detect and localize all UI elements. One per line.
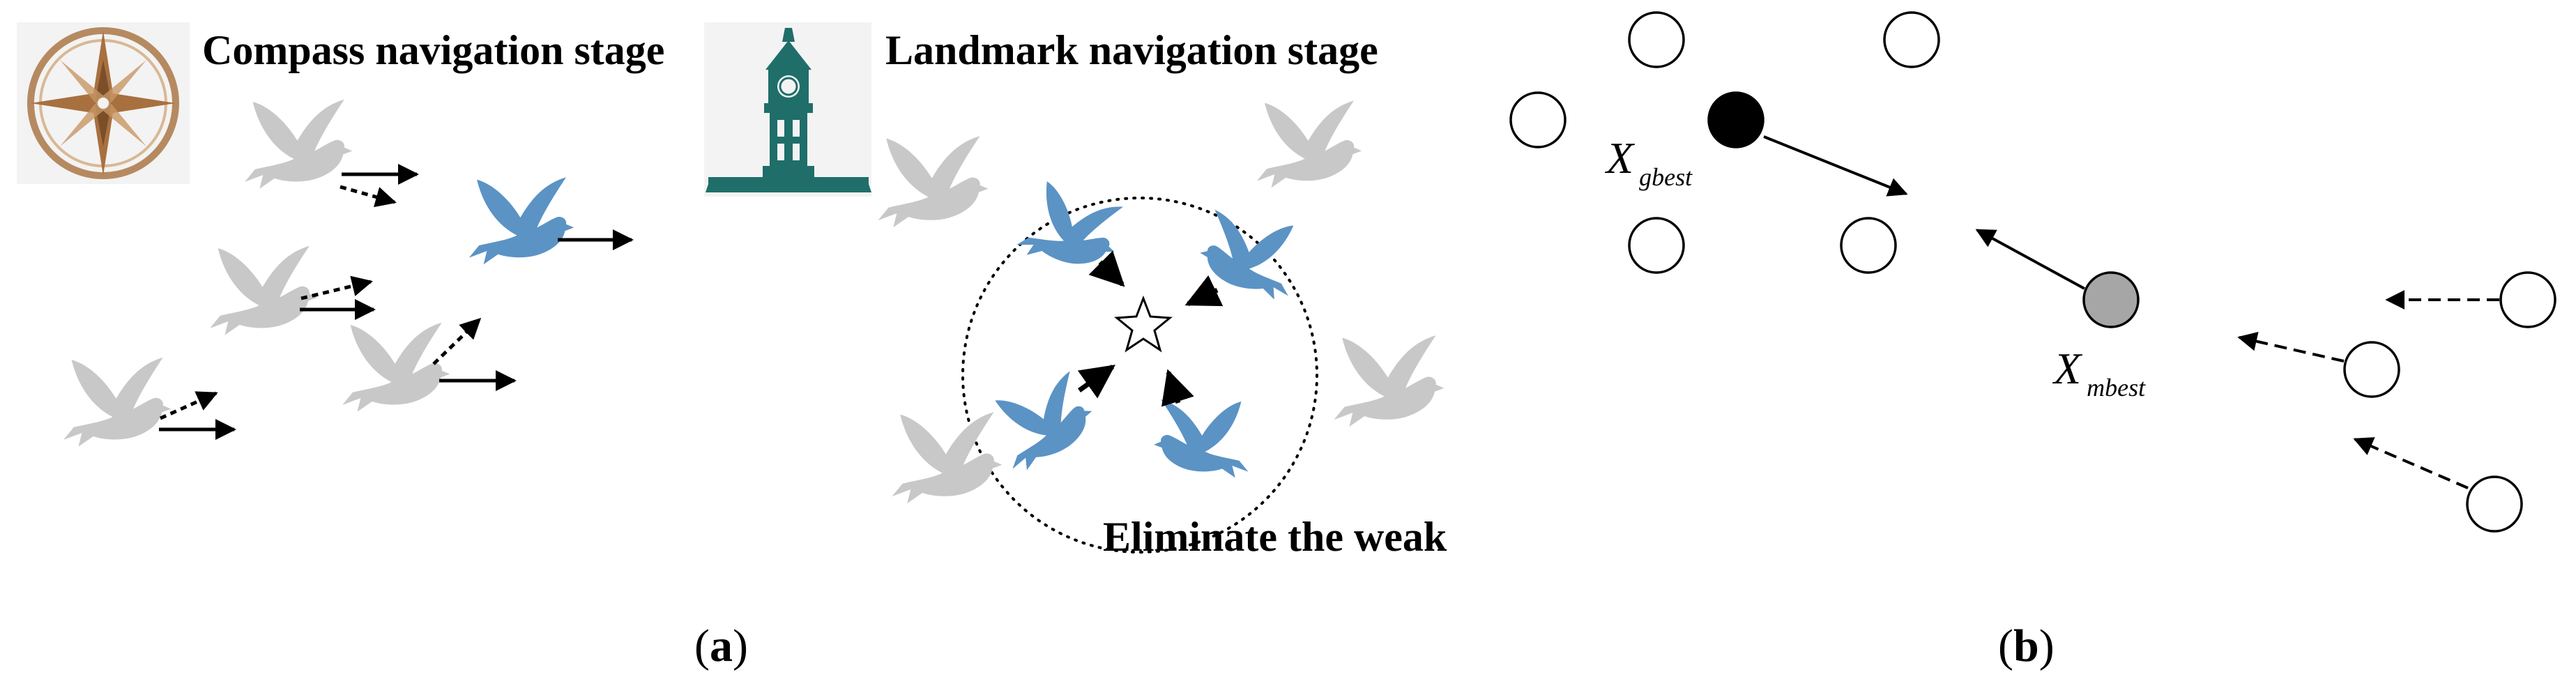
- clock-tower-icon: [704, 22, 871, 197]
- particle: [1883, 11, 1940, 68]
- particle: [2466, 475, 2523, 533]
- attraction-arrow: [1088, 250, 1125, 287]
- particle: [1840, 217, 1897, 274]
- pigeon-icon: [1256, 100, 1362, 188]
- direction-arrow: [432, 317, 482, 365]
- caption-b: (b): [1998, 620, 2055, 671]
- direction-arrow: [340, 185, 397, 208]
- pigeon-icon: [892, 412, 1003, 504]
- particle: [1509, 91, 1567, 148]
- compass-icon: [17, 22, 190, 184]
- landmark-arrows: [1077, 250, 1224, 407]
- landmark-heading: Landmark navigation stage: [885, 27, 1378, 73]
- panel-a: Compass navigation stage Landmark naviga…: [17, 22, 1447, 671]
- mbest-particle: [2082, 271, 2140, 328]
- landmark-region: [961, 197, 1318, 554]
- caption-a: (a): [694, 620, 748, 671]
- mbest-move-arrow: [1975, 229, 2085, 290]
- direction-arrow: [300, 275, 373, 300]
- eliminate-label: Eliminate the weak: [1103, 514, 1447, 560]
- particle: [1628, 11, 1685, 68]
- compass-heading: Compass navigation stage: [202, 27, 664, 73]
- pigeon-icon: [468, 177, 574, 265]
- gbest-move-arrow: [1763, 135, 1908, 197]
- direction-arrow: [159, 391, 218, 420]
- particle: [2499, 271, 2556, 328]
- gbest-particle: [1707, 91, 1765, 148]
- pigeon-icon: [1154, 399, 1249, 478]
- pigeon-icon: [210, 245, 318, 335]
- pigeon-icon: [1194, 208, 1301, 302]
- attraction-arrow: [1077, 365, 1115, 399]
- pigeon-icon: [878, 136, 989, 228]
- star-icon: [1115, 297, 1171, 351]
- pigeon-icon: [63, 357, 172, 447]
- particle: [1628, 217, 1685, 274]
- dashed-move-arrow: [2353, 437, 2469, 489]
- particle: [2343, 341, 2400, 398]
- pigeon-icon: [1014, 176, 1130, 283]
- compass-arrows: [159, 164, 634, 440]
- attraction-arrow: [1184, 275, 1224, 307]
- pigeon-icon: [342, 322, 450, 412]
- dashed-move-arrow: [2237, 331, 2345, 363]
- attraction-arrow: [1161, 369, 1194, 407]
- pigeon-icon: [1334, 335, 1445, 427]
- pigeon-icon: [245, 99, 353, 189]
